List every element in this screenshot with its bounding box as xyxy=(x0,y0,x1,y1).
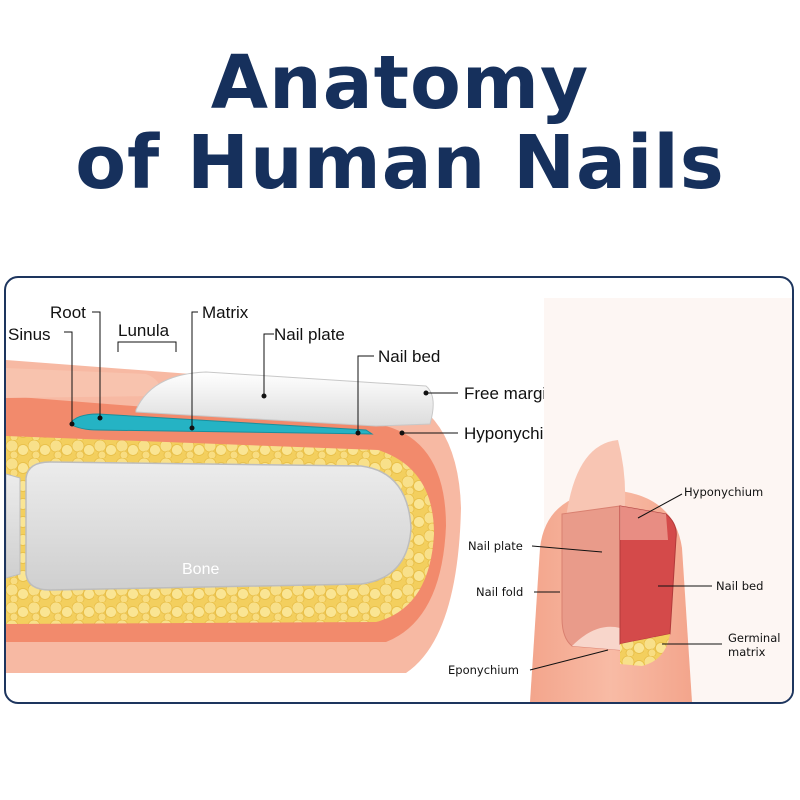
hyponychium-area xyxy=(620,506,668,540)
bone xyxy=(25,461,412,591)
sinus-label: Sinus xyxy=(8,325,51,344)
nail-bed-label: Nail bed xyxy=(378,347,440,366)
nail-plate-label: Nail plate xyxy=(274,325,345,344)
hyponychium-dot xyxy=(399,430,405,436)
root-dot xyxy=(97,415,103,421)
fv-eponychium-leader xyxy=(529,649,609,671)
nail-bed-dot xyxy=(355,430,361,436)
matrix-band xyxy=(69,413,374,435)
title-line-1: Anatomy xyxy=(210,40,590,126)
title-line-2: of Human Nails xyxy=(75,120,725,206)
bone-joint xyxy=(6,473,21,579)
nail-plate xyxy=(135,371,434,427)
fv-nail-bed-label: Nail bed xyxy=(716,579,763,593)
fv-eponychium-label: Eponychium xyxy=(448,663,519,677)
fv-germinal-label-1: Germinal xyxy=(728,631,780,645)
nail-bed-half xyxy=(619,505,677,645)
free-margin-dot xyxy=(423,390,429,396)
matrix-leader xyxy=(191,311,198,426)
fv-nail-plate-leader xyxy=(531,545,603,553)
root-label: Root xyxy=(50,303,86,322)
fv-hyponychium-leader xyxy=(637,493,683,519)
nail-anatomy-diagram: Bone Sinus Root Lunula Matrix Nail plate… xyxy=(6,298,792,702)
fv-hyponychium-label: Hyponychium xyxy=(684,485,763,499)
fv-germinal-label-2: matrix xyxy=(728,645,766,659)
proximal-fold xyxy=(6,368,160,398)
sinus-leader xyxy=(64,331,73,422)
lunula-label: Lunula xyxy=(118,321,170,340)
lunula-bracket xyxy=(117,341,177,352)
nail-bed-leader xyxy=(357,355,374,432)
fv-nail-plate-label: Nail plate xyxy=(468,539,523,553)
germinal-matrix xyxy=(620,634,670,666)
finger-view: Hyponychium Nail plate Nail fold Nail be… xyxy=(448,298,792,702)
nail-plate-dot xyxy=(261,393,267,399)
cross-section: Bone Sinus Root Lunula Matrix Nail plate… xyxy=(6,303,567,673)
matrix-dot xyxy=(189,425,195,431)
fv-nail-fold-label: Nail fold xyxy=(476,585,523,599)
free-margin-label: Free margin xyxy=(464,384,556,403)
nail-plate-half xyxy=(561,505,621,651)
nail-plate-leader xyxy=(263,333,274,396)
matrix-label: Matrix xyxy=(202,303,249,322)
free-edge xyxy=(566,440,626,518)
sinus-dot xyxy=(69,421,75,427)
root-leader xyxy=(92,311,101,416)
diagram-frame: Bone Sinus Root Lunula Matrix Nail plate… xyxy=(4,276,794,704)
bone-label: Bone xyxy=(182,561,219,578)
lunula xyxy=(572,626,620,650)
hyponychium-label: Hyponychium xyxy=(464,424,567,443)
